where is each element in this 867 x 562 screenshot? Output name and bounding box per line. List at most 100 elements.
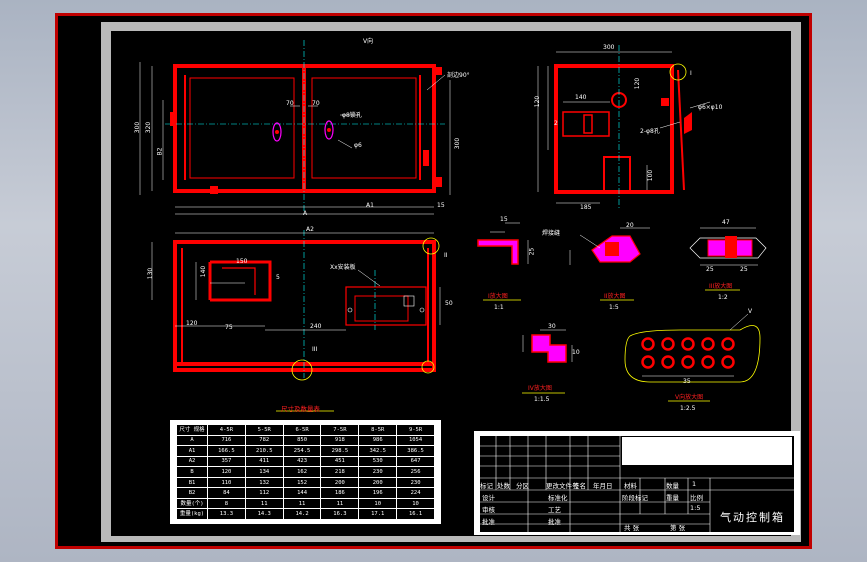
table-cell: 386.5 — [396, 445, 435, 457]
dim-side-100: 100 — [647, 169, 655, 182]
table-cell: 647 — [396, 455, 435, 468]
table-cell: 13.3 — [207, 508, 246, 520]
dim-det5-35: 35 — [683, 378, 691, 385]
dim-width-a1: A1 — [366, 202, 374, 209]
tb-sheet-no: 第 张 — [670, 524, 686, 532]
dim-15: 15 — [437, 202, 445, 209]
side-inner-box — [562, 111, 610, 137]
table-row-label: A2 — [176, 455, 208, 468]
table-cell: 782 — [244, 434, 284, 447]
table-cell: 256 — [396, 466, 435, 478]
tb-approve: 批准 — [482, 518, 495, 526]
dim-knob-left: 70 — [312, 100, 320, 107]
dim-height-b1: 320 — [145, 121, 153, 134]
table-cell: 162 — [282, 466, 322, 478]
table-row: B2 84 112 144 186 196 224 — [176, 487, 435, 499]
tb-material: 材料 — [624, 482, 637, 490]
tb-col-doc: 更改文件号 — [546, 482, 579, 490]
table-cell: 210.5 — [244, 445, 284, 457]
detail-4-title: IV放大图 — [528, 385, 552, 392]
table-cell: 16.1 — [396, 508, 435, 520]
detail-5-scale: 1:2.5 — [680, 405, 696, 412]
dim-knob-right: 70 — [286, 100, 294, 107]
table-cell: 120 — [207, 466, 246, 478]
table-col-header: 9-5R — [396, 424, 435, 436]
tb-stage: 阶段标记 — [622, 494, 648, 502]
dim-side-140: 140 — [575, 94, 587, 101]
table-cell: 530 — [358, 455, 398, 468]
table-cell: 11 — [320, 497, 360, 510]
dim-top-130: 130 — [147, 267, 155, 280]
tb-col-count: 处数 — [497, 482, 510, 490]
table-row: B 120 134 162 218 230 256 — [176, 466, 435, 478]
table-cell: 186 — [320, 487, 360, 499]
tb-qty-value: 1 — [692, 480, 697, 488]
table-col-header: 8-5R — [358, 424, 398, 436]
table-cell: 8 — [207, 497, 246, 510]
top-view — [151, 230, 441, 381]
table-row-label: A — [176, 434, 208, 447]
table-cell: 357 — [207, 455, 246, 468]
side-detail-circle — [669, 63, 687, 81]
title-block-inner: 标记 处数 分区 更改文件号 签名 年月日 设计 标准化 审核 工艺 批准 批准… — [480, 436, 794, 532]
title-block: 标记 处数 分区 更改文件号 签名 年月日 设计 标准化 审核 工艺 批准 批准… — [474, 431, 800, 535]
lock-left — [272, 122, 282, 142]
size-table-grid: 尺寸 规格 4-5R 5-5R 6-5R 7-5R 8-5R 9-5R A 71… — [176, 424, 435, 520]
mounting-plate — [345, 286, 427, 326]
table-row: B1 110 132 152 200 200 230 — [176, 476, 435, 489]
dim-top-75: 75 — [225, 324, 233, 331]
table-col-header: 4-5R — [207, 424, 246, 436]
label-v: V — [748, 308, 753, 315]
detail-4-scale: 1:1.5 — [534, 396, 550, 403]
table-row-label: B — [176, 466, 208, 478]
table-cell: 132 — [244, 476, 284, 489]
table-row-label: B2 — [176, 487, 208, 499]
table-cell: 423 — [282, 455, 322, 468]
detail-1-scale: 1:1 — [494, 304, 504, 311]
dim-width-total: A — [303, 210, 308, 217]
detail-2-title: II放大图 — [604, 293, 626, 300]
dim-det3-47: 47 — [722, 219, 730, 226]
view-arrow-label: V向 — [363, 38, 374, 45]
detail-view-1 — [477, 222, 529, 301]
table-col-header: 6-5R — [282, 424, 322, 436]
tb-col-date: 年月日 — [593, 482, 613, 490]
table-cell: 14.3 — [244, 508, 284, 520]
detail-5-title: V向放大图 — [675, 394, 704, 401]
title-block-grid — [480, 436, 794, 532]
tb-col-sign: 签名 — [573, 482, 586, 490]
table-cell: 986 — [358, 434, 398, 447]
tb-qty: 数量 — [666, 482, 679, 490]
table-header-row: 尺寸 规格 4-5R 5-5R 6-5R 7-5R 8-5R 9-5R — [176, 424, 435, 436]
dim-top-120: 120 — [186, 320, 198, 327]
table-cell: 716 — [207, 434, 246, 447]
table-row: A 716 782 850 918 986 1054 — [176, 434, 435, 447]
table-row-label: 重量(kg) — [176, 508, 208, 520]
detail-3-title: III放大图 — [709, 283, 733, 290]
front-view — [139, 40, 451, 215]
tb-weight: 重量 — [666, 494, 679, 502]
dim-side-185: 185 — [580, 204, 592, 211]
tb-col-zone: 分区 — [516, 482, 529, 490]
lock-right — [324, 120, 334, 140]
front-door-left — [189, 77, 295, 179]
lock-note: φ8锁孔 — [342, 112, 362, 119]
detail-2-scale: 1:5 — [609, 304, 619, 311]
table-cell: 342.5 — [358, 445, 398, 457]
table-cell: 14.2 — [282, 508, 322, 520]
size-table-title: 尺寸及数量表 — [281, 405, 320, 413]
right-note: φ6×φ10 — [698, 104, 723, 111]
table-cell: 298.5 — [320, 445, 360, 457]
tb-drawing-name: 气动控制箱 — [720, 511, 785, 524]
table-cell: 200 — [320, 476, 360, 489]
tb-check: 审核 — [482, 506, 495, 514]
dim-side-width: 300 — [603, 44, 615, 51]
hole-note: 2-φ8孔 — [640, 128, 660, 135]
tb-process: 工艺 — [548, 506, 561, 514]
table-cell: 218 — [320, 466, 360, 478]
dim-top-50: 50 — [445, 300, 453, 307]
table-cell: 10 — [396, 497, 435, 510]
table-row: A1 166.5 210.5 254.5 298.5 342.5 386.5 — [176, 445, 435, 457]
table-cell: 16.3 — [320, 508, 360, 520]
